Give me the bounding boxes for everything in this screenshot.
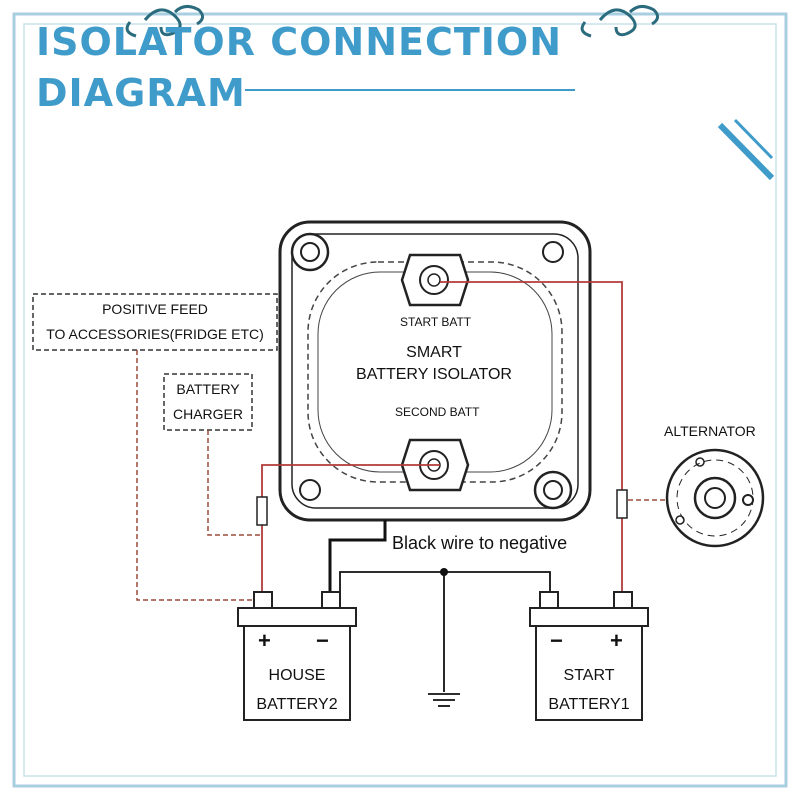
start-battery-label-line1: START xyxy=(563,667,615,684)
alternator-icon xyxy=(665,448,765,548)
house-battery-plus-symbol: + xyxy=(258,628,271,653)
negative-wires xyxy=(328,520,387,598)
dashed-feed-wires xyxy=(136,350,668,601)
charger-label-line1: BATTERY xyxy=(176,381,240,397)
start-batt-terminal xyxy=(400,253,470,307)
ground-symbol-icon xyxy=(428,693,460,707)
ornament-right-icon xyxy=(580,5,659,38)
page-title-line2: DIAGRAM xyxy=(36,71,246,115)
start-battery-minus-symbol: − xyxy=(550,628,563,653)
house-fuse xyxy=(256,496,268,526)
ornament-left-icon xyxy=(125,5,204,38)
page-title-line1: ISOLATOR CONNECTION xyxy=(36,20,563,64)
start-battery-plus-symbol: + xyxy=(610,628,623,653)
alternator-label: ALTERNATOR xyxy=(664,423,756,439)
start-batt-label: START BATT xyxy=(400,315,472,329)
house-battery-label-line2: BATTERY2 xyxy=(256,696,338,713)
house-battery-minus-symbol: − xyxy=(316,628,329,653)
start-fuse xyxy=(616,489,628,519)
house-battery xyxy=(237,591,357,721)
accessories-label-line1: POSITIVE FEED xyxy=(102,301,208,317)
negative-wire-label: Black wire to negative xyxy=(392,533,568,553)
house-battery-label-line1: HOUSE xyxy=(268,667,326,684)
decorative-frame xyxy=(12,12,788,788)
accessories-box xyxy=(32,293,278,351)
isolator-name-line1: SMART xyxy=(406,344,462,361)
accessories-label-line2: TO ACCESSORIES(FRIDGE ETC) xyxy=(46,326,264,342)
ground-bus xyxy=(339,571,551,692)
start-battery xyxy=(529,591,649,721)
start-battery-label-line2: BATTERY1 xyxy=(548,696,630,713)
charger-label-line2: CHARGER xyxy=(172,406,243,422)
ground-junction xyxy=(440,568,448,576)
isolator-name-line2: BATTERY ISOLATOR xyxy=(356,366,512,383)
second-batt-label: SECOND BATT xyxy=(395,405,480,419)
